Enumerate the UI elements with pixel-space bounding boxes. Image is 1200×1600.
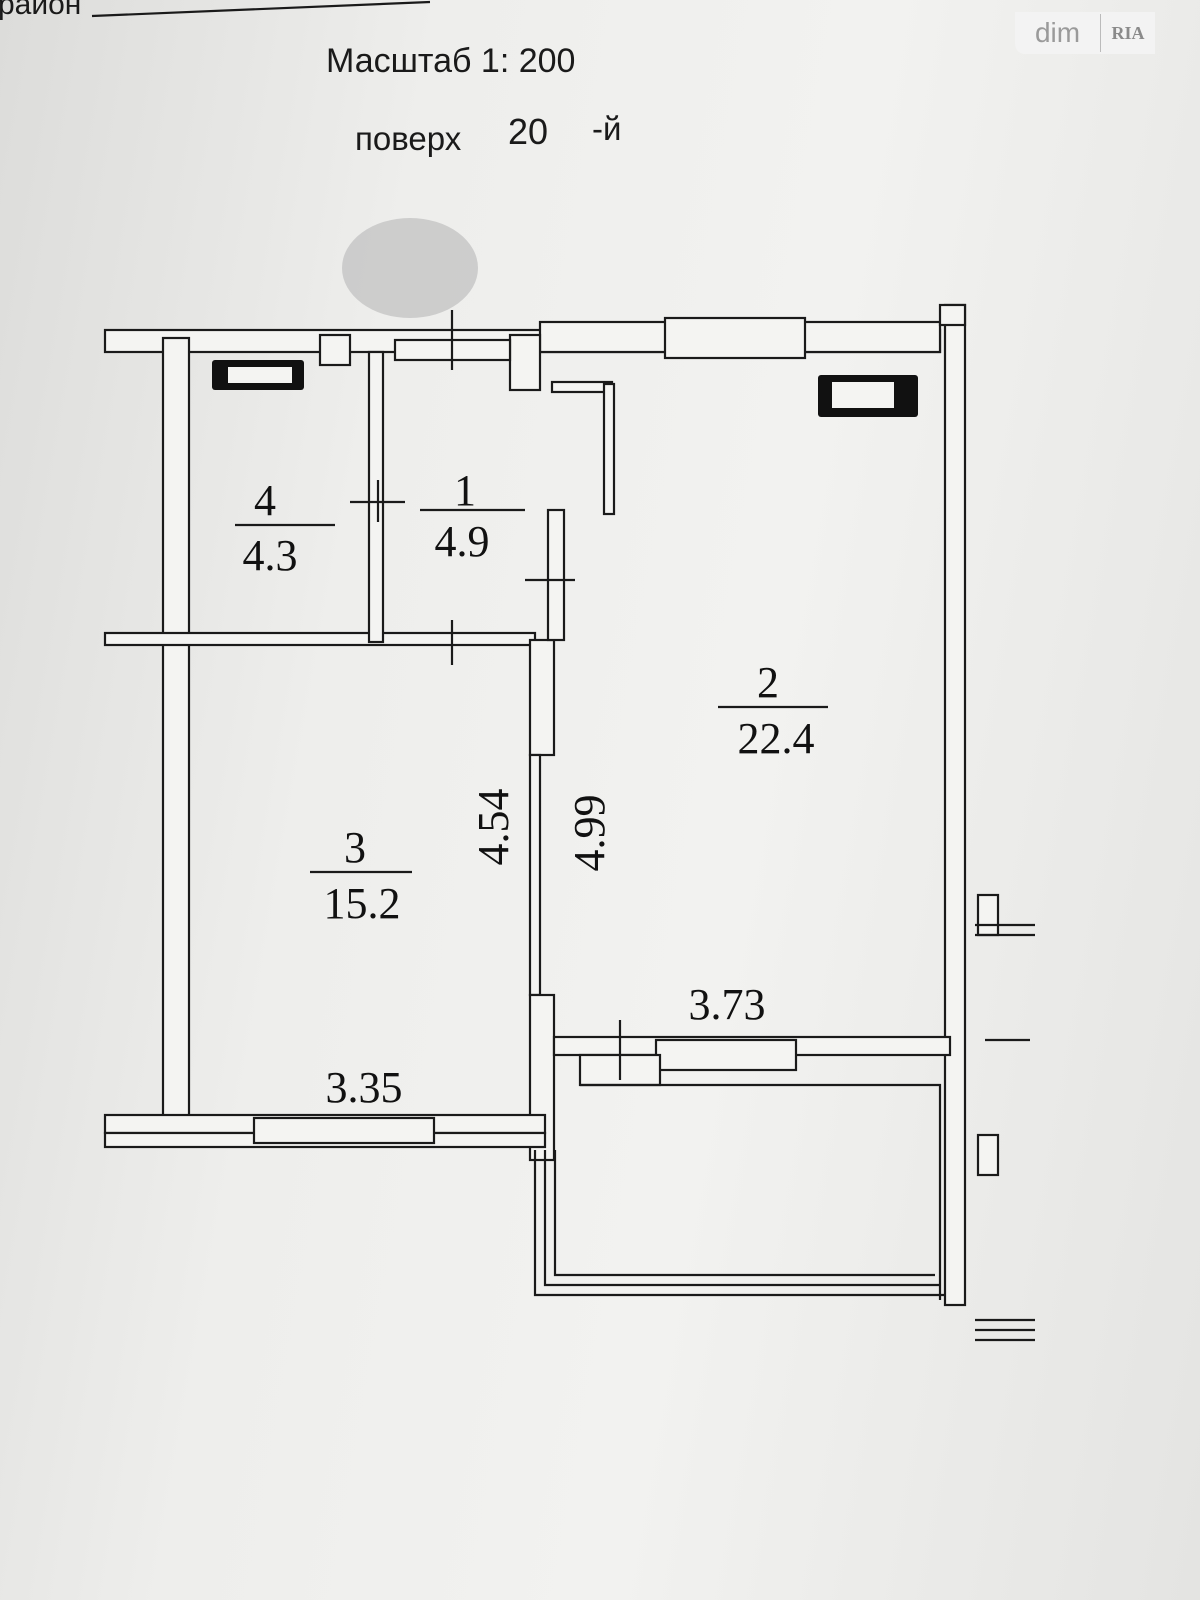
room-number: 1 <box>454 466 476 515</box>
room-area: 4.9 <box>435 517 490 566</box>
room-number: 4 <box>254 476 276 525</box>
room-area: 22.4 <box>738 714 815 763</box>
room3-height-dimension: 4.54 <box>469 789 518 866</box>
radiator-inner <box>832 382 894 408</box>
room-2: 2 22.4 <box>718 658 828 763</box>
dimension-ticks <box>350 310 622 1080</box>
redacted-mark <box>342 218 478 318</box>
scale-label: Масштаб 1: 200 <box>326 42 575 80</box>
radiator-inner <box>228 367 292 383</box>
room-area: 4.3 <box>243 531 298 580</box>
room-3: 3 15.2 <box>310 823 412 928</box>
district-label: район <box>0 0 81 21</box>
room-area: 15.2 <box>324 879 401 928</box>
room-number: 2 <box>757 658 779 707</box>
watermark-logo: dim RIA <box>1015 12 1155 54</box>
district-underline <box>91 0 431 18</box>
floor-label: поверх <box>355 120 462 157</box>
room2-height-dimension: 4.99 <box>565 795 614 872</box>
watermark-dim: dim <box>1015 14 1101 52</box>
floor-suffix: -й <box>592 110 621 147</box>
room-number: 3 <box>344 823 366 872</box>
room2-width-dimension: 3.73 <box>689 980 766 1029</box>
room3-width-dimension: 3.35 <box>326 1063 403 1112</box>
room-1: 1 4.9 <box>420 466 525 566</box>
watermark-ria: RIA <box>1111 22 1145 43</box>
walls <box>103 303 1000 1307</box>
room-4: 4 4.3 <box>235 476 335 580</box>
balcony <box>533 923 1035 1342</box>
floor-number: 20 <box>508 111 548 152</box>
